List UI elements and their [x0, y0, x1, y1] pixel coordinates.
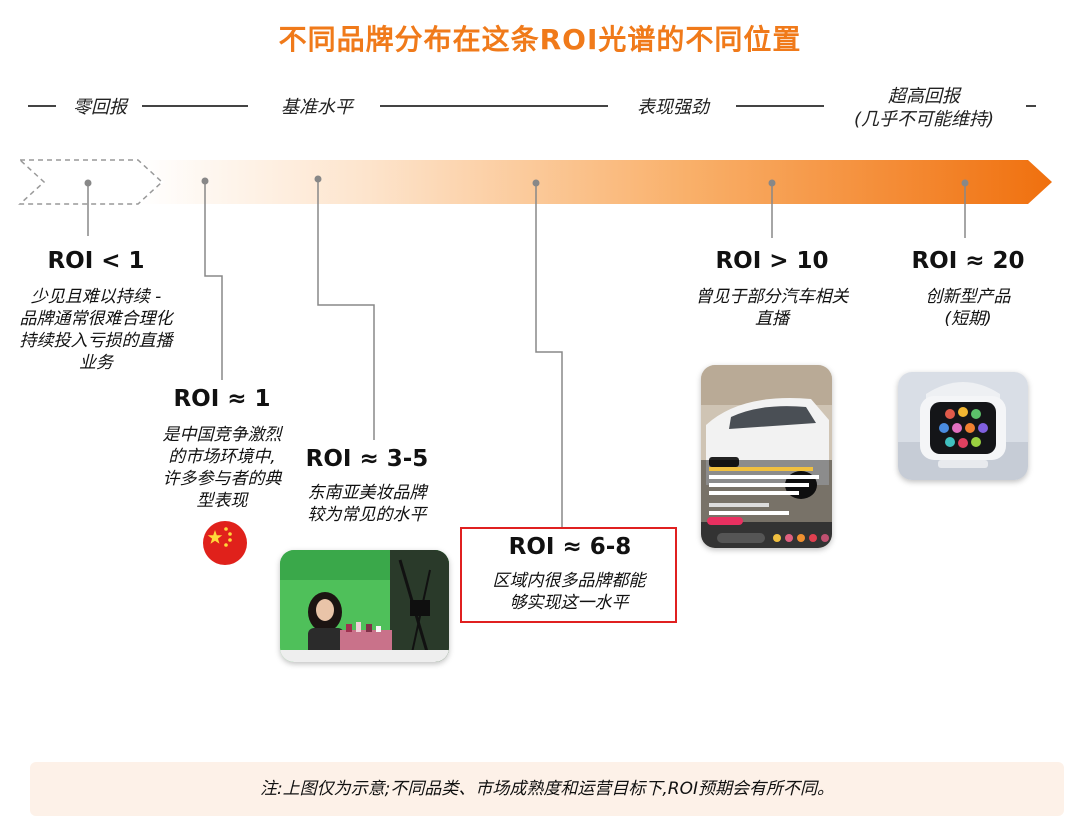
roi-description: 曾见于部分汽车相关 直播: [672, 286, 872, 330]
roi-description: 是中国竞争激烈 的市场环境中, 许多参与者的典 型表现: [142, 424, 302, 512]
desc-line: 较为常见的水平: [307, 505, 427, 525]
zone-divider-line: [736, 105, 824, 107]
footnote-box: 注:上图仅为示意;不同品类、市场成熟度和运营目标下,ROI预期会有所不同。: [30, 762, 1064, 816]
roi-label: ROI > 10: [715, 248, 829, 274]
roi-description: 区域内很多品牌都能 够实现这一水平: [466, 570, 672, 614]
desc-line: 型表现: [196, 491, 248, 511]
zone-label-ultra: 超高回报 (几乎不可能维持): [828, 85, 1020, 131]
connector-roi-6-8: [535, 183, 563, 527]
footnote-text: 注:上图仅为示意;不同品类、市场成熟度和运营目标下,ROI预期会有所不同。: [259, 779, 835, 799]
desc-line: (短期): [944, 309, 992, 329]
marker-dot: [84, 179, 92, 187]
zone-label-ultra-line: 超高回报: [888, 86, 960, 107]
roi-spectrum-diagram: [18, 159, 1052, 527]
zone-divider-line: [28, 105, 56, 107]
desc-line: 够实现这一水平: [509, 593, 629, 613]
desc-line: 东南亚美妆品牌: [307, 483, 427, 503]
zone-label-strong: 表现强劲: [637, 97, 709, 118]
highlight-box: [460, 527, 677, 623]
desc-line: 的市场环境中,: [168, 447, 276, 467]
roi-label: ROI ≈ 6-8: [508, 534, 632, 560]
zone-label-ultra-line: (几乎不可能维持): [853, 109, 995, 130]
smartwatch-product-photo: [898, 372, 1028, 480]
spectrum-arrow: [18, 159, 1052, 205]
marker-dot: [961, 179, 969, 187]
car-livestream-photo: [701, 365, 832, 548]
desc-line: 直播: [755, 309, 789, 329]
desc-line: 少见且难以持续 -: [30, 287, 162, 307]
roi-label: ROI ≈ 3-5: [305, 446, 429, 472]
beauty-livestream-photo: [280, 550, 449, 662]
roi-label: ROI ≈ 20: [911, 248, 1025, 274]
marker-dot: [768, 179, 776, 187]
desc-line: 是中国竞争激烈: [162, 425, 282, 445]
desc-line: 持续投入亏损的直播: [19, 331, 173, 351]
desc-line: 许多参与者的典: [162, 469, 282, 489]
desc-line: 业务: [79, 353, 113, 373]
marker-dot: [201, 177, 209, 185]
page-title: 不同品牌分布在这条ROI光谱的不同位置: [278, 23, 802, 56]
desc-line: 创新型产品: [925, 287, 1011, 307]
connector-roi-1: [204, 181, 223, 380]
roi-description: 东南亚美妆品牌 较为常见的水平: [282, 482, 452, 526]
zone-divider-line: [1026, 105, 1036, 107]
desc-line: 品牌通常很难合理化: [19, 309, 173, 329]
marker-dot: [314, 175, 322, 183]
connector-roi-3-5: [317, 179, 375, 440]
roi-description: 少见且难以持续 - 品牌通常很难合理化 持续投入亏损的直播 业务: [0, 286, 192, 374]
china-flag-icon: [203, 521, 247, 565]
roi-label: ROI ≈ 1: [173, 386, 271, 412]
roi-description: 创新型产品 (短期): [888, 286, 1048, 330]
roi-label: ROI < 1: [47, 248, 145, 274]
zone-divider-line: [380, 105, 608, 107]
zone-label-baseline: 基准水平: [281, 97, 353, 118]
zone-divider-line: [142, 105, 248, 107]
zone-label-zero: 零回报: [73, 97, 127, 118]
marker-dot: [532, 179, 540, 187]
desc-line: 区域内很多品牌都能: [492, 571, 646, 591]
desc-line: 曾见于部分汽车相关: [695, 287, 849, 307]
